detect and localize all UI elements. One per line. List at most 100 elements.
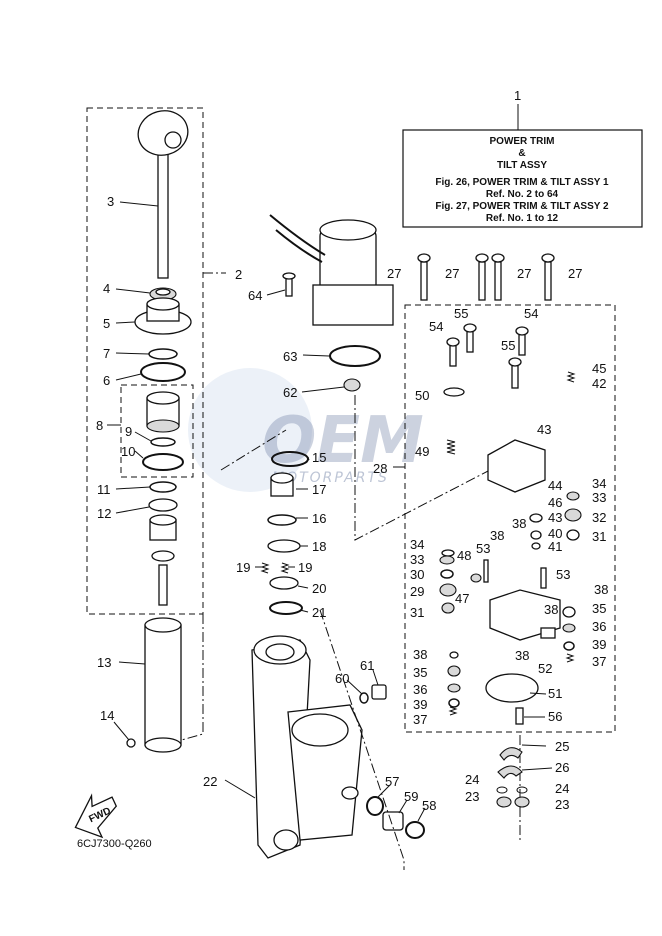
callout-8: 8	[96, 418, 103, 433]
watermark-subtext: MOTORPARTS	[272, 470, 389, 486]
svg-text:TILT ASSY: TILT ASSY	[497, 160, 547, 171]
callout-39a: 39	[592, 637, 606, 652]
callout-34b: 34	[410, 537, 424, 552]
callout-27b: 27	[445, 266, 459, 281]
callout-46: 46	[548, 495, 562, 510]
callout-6: 6	[103, 373, 110, 388]
callout-17: 17	[312, 482, 326, 497]
callout-59: 59	[404, 789, 418, 804]
globe-icon	[188, 368, 312, 492]
callout-24a: 24	[465, 772, 479, 787]
callout-9: 9	[125, 424, 132, 439]
callout-22: 22	[203, 774, 217, 789]
callout-38a: 38	[512, 516, 526, 531]
callout-14: 14	[100, 708, 114, 723]
callout-43b: 43	[548, 510, 562, 525]
callout-27d: 27	[568, 266, 582, 281]
callout-41: 41	[548, 539, 562, 554]
callout-50: 50	[415, 388, 429, 403]
callout-48: 48	[457, 548, 471, 563]
callout-33a: 33	[592, 490, 606, 505]
callout-39b: 39	[413, 697, 427, 712]
callout-38e: 38	[515, 648, 529, 663]
callout-54a: 54	[429, 319, 443, 334]
callout-19a: 19	[236, 560, 250, 575]
callout-35b: 35	[413, 665, 427, 680]
svg-text:POWER TRIM: POWER TRIM	[490, 136, 555, 147]
callout-26: 26	[555, 760, 569, 775]
svg-text:Ref. No. 2 to 64: Ref. No. 2 to 64	[486, 189, 559, 200]
callout-3: 3	[107, 194, 114, 209]
callout-57: 57	[385, 774, 399, 789]
callout-36b: 36	[413, 682, 427, 697]
callout-38b: 38	[490, 528, 504, 543]
callout-47: 47	[455, 591, 469, 606]
callout-53b: 53	[556, 567, 570, 582]
fwd-arrow-icon: FWD	[74, 793, 118, 839]
callout-55a: 55	[454, 306, 468, 321]
callout-31b: 31	[410, 605, 424, 620]
callout-4: 4	[103, 281, 110, 296]
callout-34a: 34	[592, 476, 606, 491]
callout-23a: 23	[465, 789, 479, 804]
callout-58: 58	[422, 798, 436, 813]
callout-38c: 38	[594, 582, 608, 597]
svg-text:Fig. 27, POWER TRIM & TILT ASS: Fig. 27, POWER TRIM & TILT ASSY 2	[435, 201, 609, 212]
svg-text:&: &	[518, 148, 525, 159]
callout-52: 52	[538, 661, 552, 676]
callout-2: 2	[235, 267, 242, 282]
callout-61: 61	[360, 658, 374, 673]
callout-21: 21	[312, 605, 326, 620]
callout-40: 40	[548, 526, 562, 541]
callout-labels: 3 2 4 5 7 6 8 9 10 11 12 13 14 22 64 63 …	[96, 194, 608, 813]
callout-45: 45	[592, 361, 606, 376]
callout-36a: 36	[592, 619, 606, 634]
leader-lines	[107, 201, 553, 822]
center-parts	[220, 214, 521, 870]
right-parts	[417, 253, 582, 808]
callout-30: 30	[410, 567, 424, 582]
callout-56: 56	[548, 709, 562, 724]
callout-64: 64	[248, 288, 262, 303]
callout-20: 20	[312, 581, 326, 596]
left-parts	[126, 110, 192, 753]
callout-60: 60	[335, 671, 349, 686]
callout-42: 42	[592, 376, 606, 391]
callout-5: 5	[103, 316, 110, 331]
drawing-code: 6CJ7300-Q260	[77, 838, 152, 850]
callout-38d: 38	[544, 602, 558, 617]
callout-7: 7	[103, 346, 110, 361]
callout-55b: 55	[501, 338, 515, 353]
callout-37b: 37	[413, 712, 427, 727]
callout-37a: 37	[592, 654, 606, 669]
callout-62: 62	[283, 385, 297, 400]
title-box: POWER TRIM & TILT ASSY Fig. 26, POWER TR…	[402, 88, 643, 228]
callout-63: 63	[283, 349, 297, 364]
callout-27c: 27	[517, 266, 531, 281]
callout-12: 12	[97, 506, 111, 521]
callout-15: 15	[312, 450, 326, 465]
callout-25: 25	[555, 739, 569, 754]
callout-29: 29	[410, 584, 424, 599]
callout-16: 16	[312, 511, 326, 526]
callout-53a: 53	[476, 541, 490, 556]
callout-31a: 31	[592, 529, 606, 544]
callout-24b: 24	[555, 781, 569, 796]
callout-51: 51	[548, 686, 562, 701]
callout-19b: 19	[298, 560, 312, 575]
callout-35a: 35	[592, 601, 606, 616]
callout-18: 18	[312, 539, 326, 554]
callout-23b: 23	[555, 797, 569, 812]
callout-43a: 43	[537, 422, 551, 437]
svg-text:Ref. No. 1 to 12: Ref. No. 1 to 12	[486, 213, 559, 224]
callout-54b: 54	[524, 306, 538, 321]
watermark: OEM MOTORPARTS	[188, 368, 424, 492]
callout-38f: 38	[413, 647, 427, 662]
callout-11: 11	[97, 482, 111, 497]
callout-28: 28	[373, 461, 387, 476]
callout-13: 13	[97, 655, 111, 670]
callout-44: 44	[548, 478, 562, 493]
callout-1: 1	[514, 88, 521, 103]
group-boxes	[86, 107, 616, 747]
